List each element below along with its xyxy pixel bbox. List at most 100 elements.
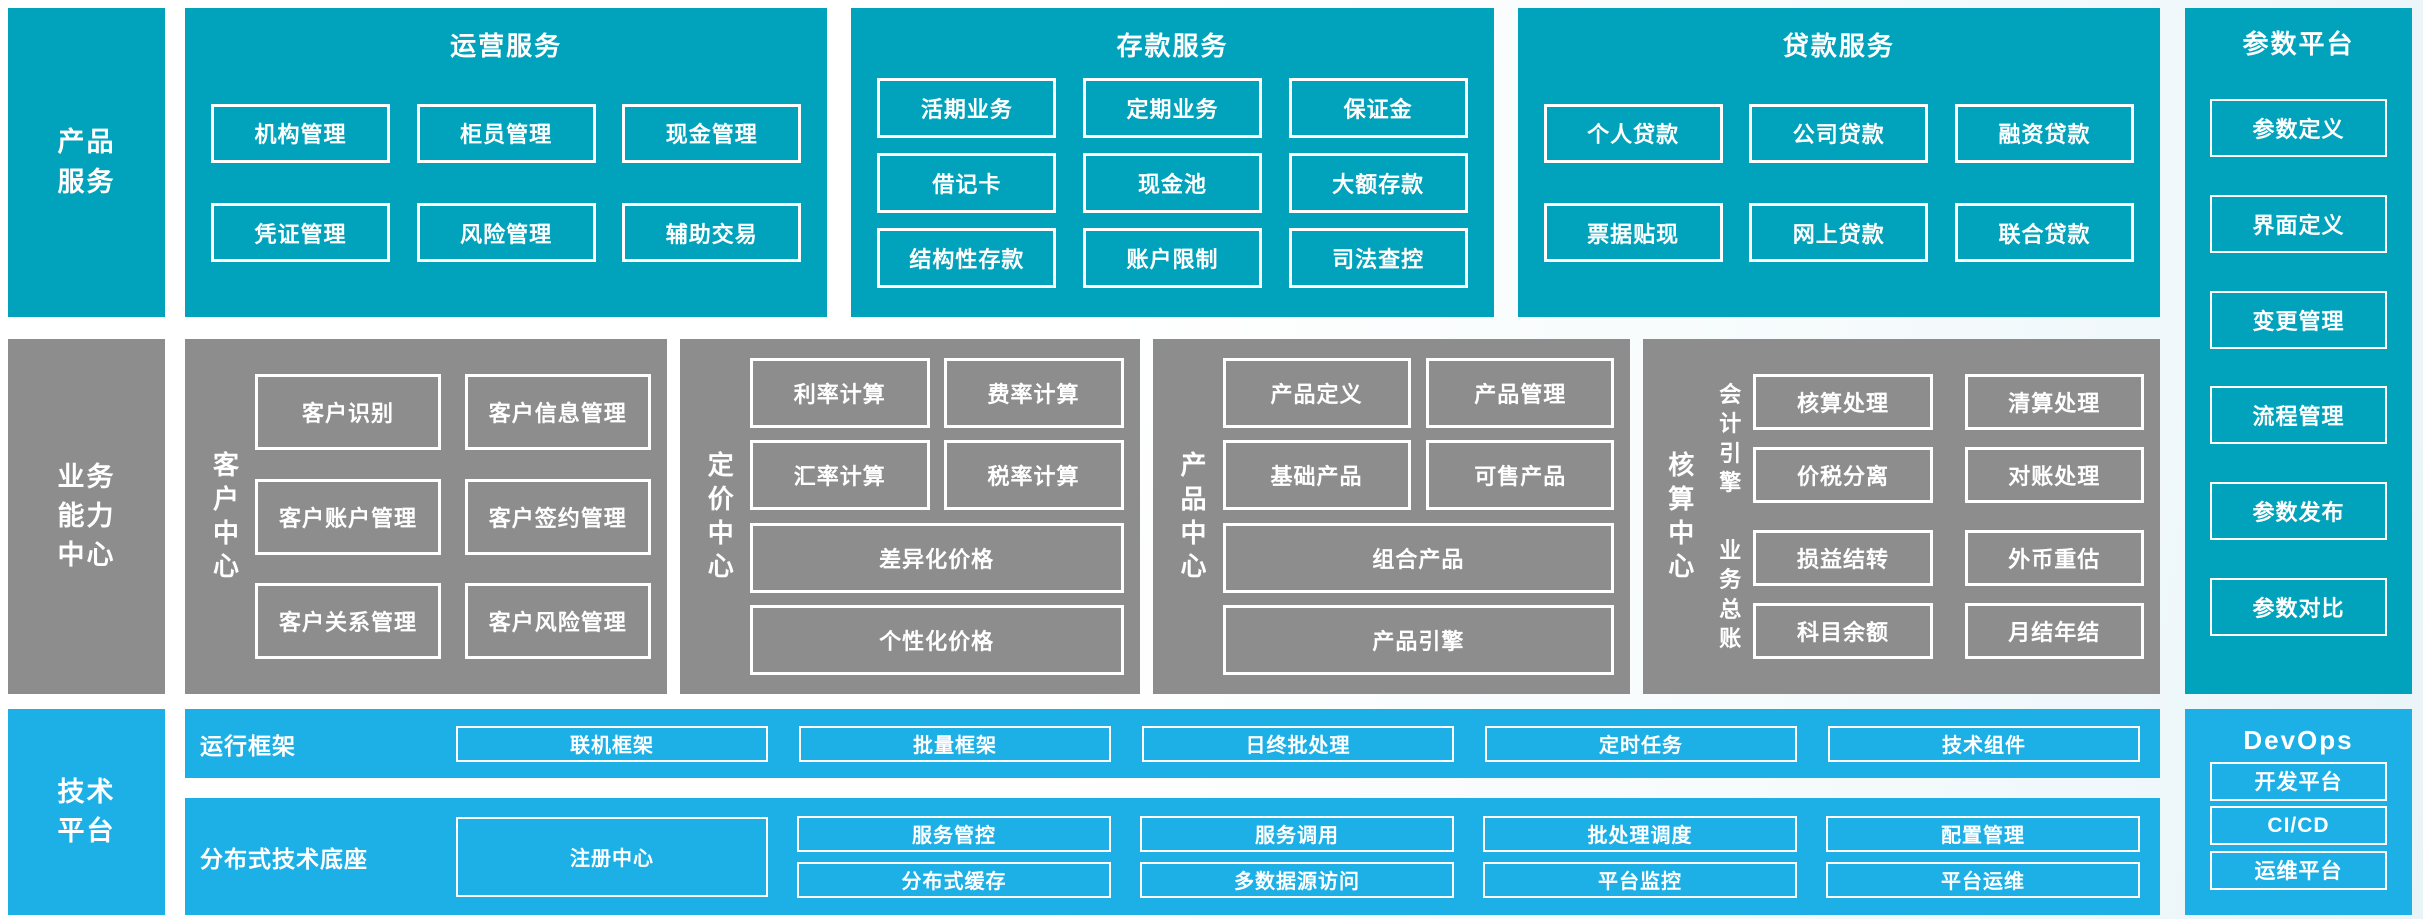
parameter-box: 变更管理 (2210, 290, 2387, 349)
foundation-box: 批处理调度 (1483, 815, 1797, 852)
pricing-box: 税率计算 (943, 440, 1124, 511)
operations-title: 运营服务 (450, 31, 563, 61)
distributed-foundation-bar: 分布式技术底座 注册中心 服务管控 服务调用 批处理调度 配置管理 分布式缓存 … (185, 798, 2160, 915)
section-customer-center: 客 户 中 心 客户识别 客户信息管理 客户账户管理 客户签约管理 客户关系管理… (185, 339, 667, 694)
accounting-box: 清算处理 (1964, 374, 2144, 430)
accounting-engine-group: 会 计 引 擎 核算处理 清算处理 价税分离 对账处理 (1707, 374, 2144, 503)
section-deposit-services: 存款服务 活期业务 定期业务 保证金 借记卡 现金池 大额存款 结构性存款 账户 (851, 8, 1494, 317)
devops-title: DevOps (2243, 725, 2354, 755)
deposit-box: 结构性存款 (877, 228, 1057, 288)
product-box: 基础产品 (1222, 440, 1411, 511)
section-accounting-center: 核 算 中 心 会 计 引 擎 核算处理 清算处理 价税分离 对账处理 业 务 … (1643, 339, 2160, 694)
section-product-center: 产 品 中 心 产品定义 产品管理 基础产品 可售产品 组合产品 产品引擎 (1152, 339, 1631, 694)
customer-box: 客户关系管理 (255, 583, 441, 660)
product-wide-box: 产品引擎 (1222, 605, 1615, 676)
pricing-box: 费率计算 (943, 357, 1124, 428)
section-pricing-center: 定 价 中 心 利率计算 费率计算 汇率计算 税率计算 差异化价格 个性化价格 (679, 339, 1140, 694)
operations-box: 机构管理 (211, 103, 390, 163)
parameter-box: 参数定义 (2210, 98, 2387, 157)
foundation-box: 多数据源访问 (1140, 861, 1454, 898)
product-box: 产品定义 (1222, 357, 1411, 428)
foundation-box: 分布式缓存 (797, 861, 1111, 898)
loan-box: 联合贷款 (1954, 203, 2134, 263)
product-services-side-label: 产品 服务 (8, 8, 165, 317)
section-parameter-platform: 参数平台 参数定义 界面定义 变更管理 流程管理 参数发布 参数对比 (2185, 8, 2412, 694)
runtime-box: 技术组件 (1828, 725, 2140, 762)
main-column: 运营服务 机构管理 柜员管理 现金管理 凭证管理 风险管理 辅助交易 存款服务 (185, 8, 2160, 915)
accounting-box: 损益结转 (1753, 530, 1933, 586)
deposit-box: 保证金 (1288, 78, 1468, 138)
distributed-foundation-label: 分布式技术底座 (200, 845, 368, 872)
customer-box: 客户账户管理 (255, 478, 441, 555)
section-devops: DevOps 开发平台 CI/CD 运维平台 (2185, 709, 2412, 915)
operations-box: 凭证管理 (211, 203, 390, 263)
customer-box: 客户信息管理 (464, 373, 651, 450)
operations-box: 现金管理 (622, 103, 802, 163)
runtime-box: 定时任务 (1485, 725, 1797, 762)
registry-center-box: 注册中心 (456, 816, 768, 897)
deposit-title: 存款服务 (1116, 31, 1229, 61)
parameter-box: 界面定义 (2210, 194, 2387, 253)
deposit-box: 司法查控 (1288, 228, 1468, 288)
operations-box: 柜员管理 (416, 103, 596, 163)
parameter-box: 流程管理 (2210, 386, 2387, 445)
accounting-box: 外币重估 (1964, 530, 2144, 586)
accounting-box: 核算处理 (1753, 374, 1933, 430)
customer-center-title: 客 户 中 心 (212, 449, 239, 582)
foundation-box: 服务管控 (797, 815, 1111, 852)
product-center-title: 产 品 中 心 (1180, 449, 1207, 582)
runtime-box: 批量框架 (799, 725, 1111, 762)
foundation-box: 平台运维 (1826, 861, 2140, 898)
parameter-box: 参数发布 (2210, 482, 2387, 541)
pricing-wide-box: 个性化价格 (749, 605, 1124, 676)
accounting-box: 科目余额 (1753, 603, 1933, 659)
customer-box: 客户识别 (255, 373, 441, 450)
foundation-box: 配置管理 (1826, 815, 2140, 852)
pricing-box: 利率计算 (749, 357, 930, 428)
loan-title: 贷款服务 (1782, 31, 1895, 61)
deposit-box: 账户限制 (1082, 228, 1262, 288)
customer-box: 客户签约管理 (464, 478, 651, 555)
deposit-box: 现金池 (1082, 153, 1262, 213)
devops-box: 开发平台 (2210, 761, 2387, 801)
runtime-box: 日终批处理 (1142, 725, 1454, 762)
accounting-engine-label: 会 计 引 擎 (1719, 382, 1742, 495)
pricing-box: 汇率计算 (749, 440, 930, 511)
capability-row: 客 户 中 心 客户识别 客户信息管理 客户账户管理 客户签约管理 客户关系管理… (185, 339, 2160, 694)
runtime-box: 联机框架 (456, 725, 768, 762)
loan-box: 网上贷款 (1749, 203, 1929, 263)
runtime-framework-bar: 运行框架 联机框架 批量框架 日终批处理 定时任务 技术组件 (185, 709, 2160, 778)
accounting-box: 价税分离 (1753, 447, 1933, 503)
business-ledger-group: 业 务 总 账 损益结转 外币重估 科目余额 月结年结 (1707, 530, 2144, 659)
section-operations-services: 运营服务 机构管理 柜员管理 现金管理 凭证管理 风险管理 辅助交易 (185, 8, 828, 317)
product-wide-box: 组合产品 (1222, 522, 1615, 593)
left-rail: 产品 服务 业务 能力 中心 技术 平台 (8, 8, 165, 915)
devops-box: 运维平台 (2210, 850, 2387, 890)
pricing-wide-box: 差异化价格 (749, 522, 1124, 593)
loan-box: 票据贴现 (1543, 203, 1723, 263)
section-loan-services: 贷款服务 个人贷款 公司贷款 融资贷款 票据贴现 网上贷款 联合贷款 (1517, 8, 2160, 317)
parameter-platform-title: 参数平台 (2242, 29, 2355, 59)
runtime-framework-label: 运行框架 (200, 732, 296, 759)
parameter-box: 参数对比 (2210, 578, 2387, 637)
business-capability-side-label: 业务 能力 中心 (8, 339, 165, 694)
accounting-box: 对账处理 (1964, 447, 2144, 503)
product-services-row: 运营服务 机构管理 柜员管理 现金管理 凭证管理 风险管理 辅助交易 存款服务 (185, 8, 2160, 317)
operations-box: 风险管理 (416, 203, 596, 263)
pricing-center-title: 定 价 中 心 (707, 449, 734, 582)
loan-box: 公司贷款 (1749, 103, 1929, 163)
operations-box: 辅助交易 (622, 203, 802, 263)
loan-box: 个人贷款 (1543, 103, 1723, 163)
deposit-box: 定期业务 (1082, 78, 1262, 138)
deposit-box: 大额存款 (1288, 153, 1468, 213)
customer-box: 客户风险管理 (464, 583, 651, 660)
devops-box: CI/CD (2210, 806, 2387, 845)
right-rail: 参数平台 参数定义 界面定义 变更管理 流程管理 参数发布 参数对比 DevOp… (2185, 8, 2412, 915)
product-box: 产品管理 (1426, 357, 1615, 428)
foundation-box: 平台监控 (1483, 861, 1797, 898)
accounting-center-title: 核 算 中 心 (1668, 449, 1695, 582)
tech-platform-side-label: 技术 平台 (8, 709, 165, 915)
product-box: 可售产品 (1426, 440, 1615, 511)
accounting-box: 月结年结 (1964, 603, 2144, 659)
